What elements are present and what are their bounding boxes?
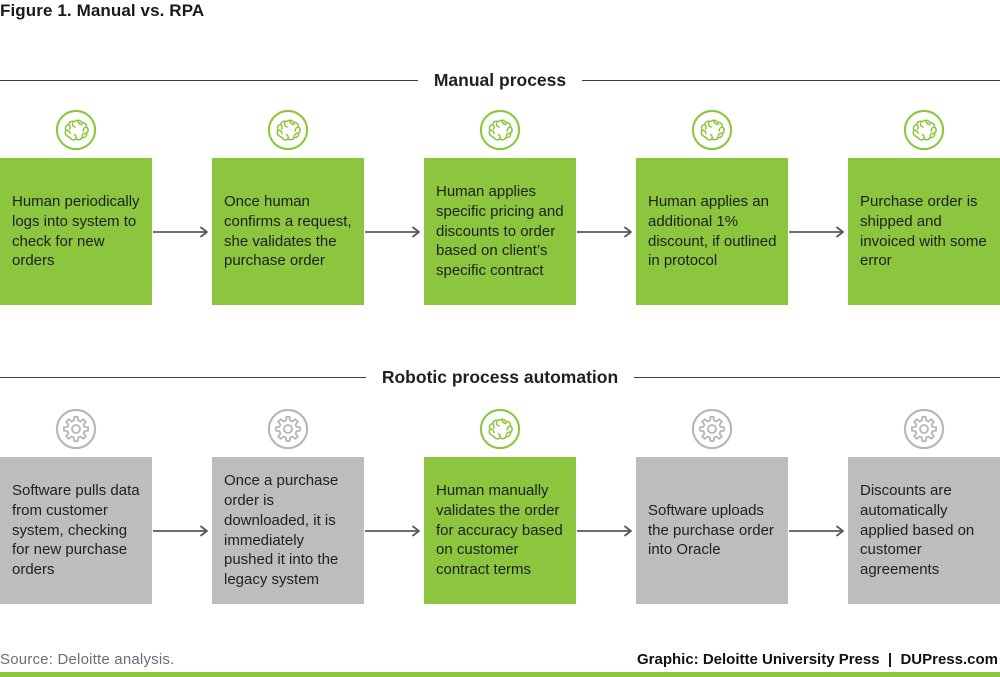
brain-icon (267, 109, 309, 151)
step-text: Purchase order is shipped and invoiced w… (860, 192, 987, 270)
process-step-box: Software uploads the purchase order into… (636, 457, 788, 604)
flow-arrow-icon (152, 226, 211, 238)
brain-icon (479, 109, 521, 151)
source-note: Source: Deloitte analysis. (0, 651, 175, 668)
process-step-box: Human periodically logs into system to c… (0, 158, 152, 305)
process-step-box: Purchase order is shipped and invoiced w… (848, 158, 1000, 305)
figure-title: Figure 1. Manual vs. RPA (0, 1, 205, 20)
footer: Source: Deloitte analysis. Graphic: Delo… (0, 651, 998, 668)
process-step: Human manually validates the order for a… (424, 408, 576, 604)
section-label: Robotic process automation (381, 366, 619, 387)
flow-arrow-icon (576, 226, 635, 238)
section-header-manual: Manual process (0, 70, 1000, 90)
flow-arrow-icon (364, 525, 423, 537)
process-step: Human applies specific pricing and disco… (424, 109, 576, 305)
step-text: Once a purchase order is downloaded, it … (224, 472, 339, 589)
step-text: Human applies an additional 1% discount,… (648, 192, 777, 270)
process-step-box: Discounts are automatically applied base… (848, 457, 1000, 604)
process-step-box: Software pulls data from customer system… (0, 457, 152, 604)
process-step-box: Human applies specific pricing and disco… (424, 158, 576, 305)
header-rule-right (634, 376, 1000, 378)
manual-process-row: Human periodically logs into system to c… (0, 109, 1000, 309)
flow-arrow-icon (788, 525, 847, 537)
process-step: Software uploads the purchase order into… (636, 408, 788, 604)
brain-icon (691, 109, 733, 151)
process-step: Human applies an additional 1% discount,… (636, 109, 788, 305)
step-text: Software pulls data from customer system… (12, 482, 140, 579)
gear-icon (55, 408, 97, 450)
process-step: Once human confirms a request, she valid… (212, 109, 364, 305)
step-text: Once human confirms a request, she valid… (224, 192, 352, 270)
step-text: Human periodically logs into system to c… (12, 192, 140, 270)
flow-arrow-icon (364, 226, 423, 238)
process-step-box: Once human confirms a request, she valid… (212, 158, 364, 305)
flow-arrow-icon (788, 226, 847, 238)
process-step: Purchase order is shipped and invoiced w… (848, 109, 1000, 305)
brand-bottom-bar (0, 672, 1000, 677)
process-step: Human periodically logs into system to c… (0, 109, 152, 305)
graphic-credit: Graphic: Deloitte University Press | DUP… (637, 651, 998, 668)
section-header-rpa: Robotic process automation (0, 367, 1000, 387)
process-step-box: Once a purchase order is downloaded, it … (212, 457, 364, 604)
section-label: Manual process (433, 69, 567, 90)
gear-icon (267, 408, 309, 450)
brain-icon (903, 109, 945, 151)
gear-icon (691, 408, 733, 450)
header-rule-left (0, 79, 418, 81)
step-text: Software uploads the purchase order into… (648, 501, 774, 559)
header-rule-left (0, 376, 366, 378)
header-rule-right (582, 79, 1000, 81)
process-step: Once a purchase order is downloaded, it … (212, 408, 364, 604)
flow-arrow-icon (576, 525, 635, 537)
step-text: Human manually validates the order for a… (436, 482, 563, 579)
process-step: Discounts are automatically applied base… (848, 408, 1000, 604)
flow-arrow-icon (152, 525, 211, 537)
process-step-box: Human manually validates the order for a… (424, 457, 576, 604)
brain-icon (55, 109, 97, 151)
brain-icon (479, 408, 521, 450)
process-step-box: Human applies an additional 1% discount,… (636, 158, 788, 305)
process-step: Software pulls data from customer system… (0, 408, 152, 604)
gear-icon (903, 408, 945, 450)
step-text: Discounts are automatically applied base… (860, 482, 975, 579)
rpa-process-row: Software pulls data from customer system… (0, 408, 1000, 608)
step-text: Human applies specific pricing and disco… (436, 183, 564, 280)
